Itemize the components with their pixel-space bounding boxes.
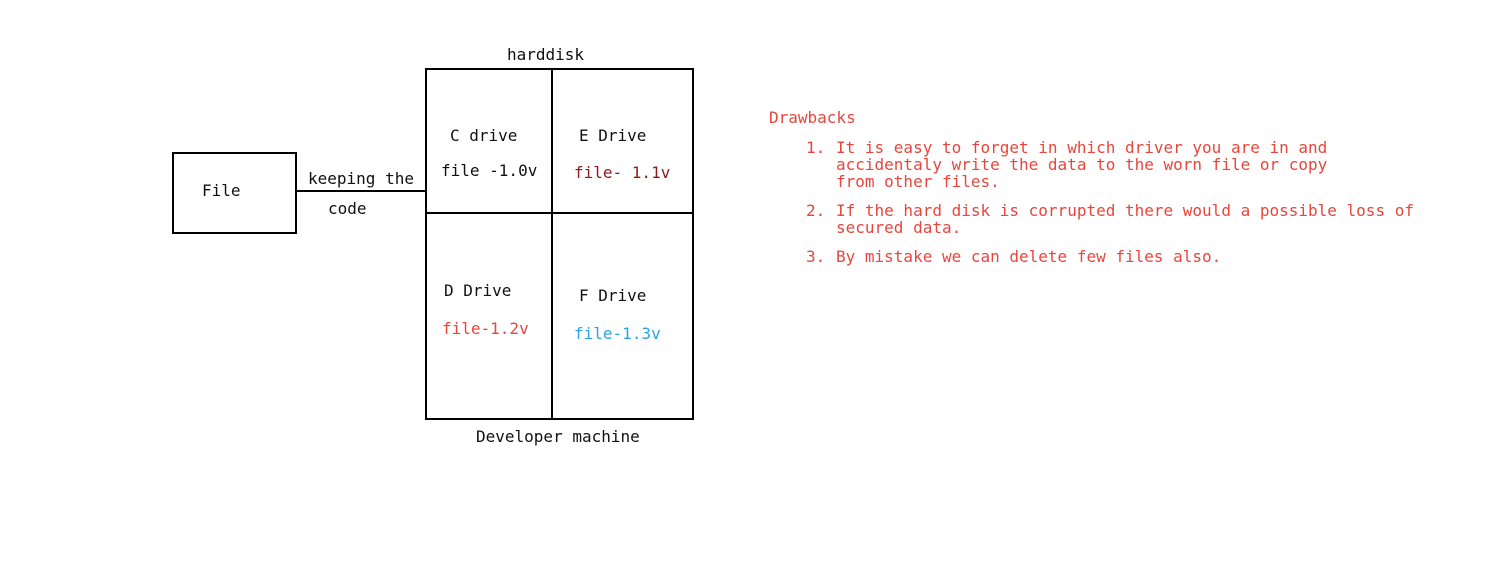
connector-label: keeping the — [308, 169, 414, 188]
drawback-text: If the hard disk is corrupted there woul… — [836, 201, 1414, 237]
harddisk-label: harddisk — [507, 45, 585, 64]
drive-f-name: F Drive — [579, 286, 647, 305]
drawbacks-list: 1. It is easy to forget in which driver … — [806, 139, 1446, 277]
machine-label: Developer machine — [476, 427, 640, 446]
drawback-text: By mistake we can delete few files also. — [836, 247, 1222, 266]
drive-f-file: file-1.3v — [574, 324, 661, 343]
harddisk-vertical-divider — [551, 68, 553, 420]
drawback-number: 2. — [806, 201, 826, 220]
drawback-text: It is easy to forget in which driver you… — [836, 138, 1328, 191]
harddisk-horizontal-divider — [425, 212, 694, 214]
drawback-item: 2. If the hard disk is corrupted there w… — [806, 202, 1446, 236]
connector-label-line2: code — [328, 199, 367, 218]
file-box — [172, 152, 297, 234]
drawback-item: 3. By mistake we can delete few files al… — [806, 248, 1446, 265]
drive-c-file: file -1.0v — [441, 161, 538, 180]
drive-e-name: E Drive — [579, 126, 647, 145]
drive-e-file: file- 1.1v — [574, 163, 671, 182]
drawback-number: 3. — [806, 247, 826, 266]
harddisk-box — [425, 68, 694, 420]
drawback-item: 1. It is easy to forget in which driver … — [806, 139, 1446, 190]
file-box-label: File — [202, 181, 241, 200]
drawback-number: 1. — [806, 138, 826, 157]
drive-d-file: file-1.2v — [442, 319, 529, 338]
connector-line — [296, 190, 427, 192]
drive-d-name: D Drive — [444, 281, 512, 300]
drawbacks-title: Drawbacks — [769, 108, 856, 127]
drive-c-name: C drive — [450, 126, 518, 145]
